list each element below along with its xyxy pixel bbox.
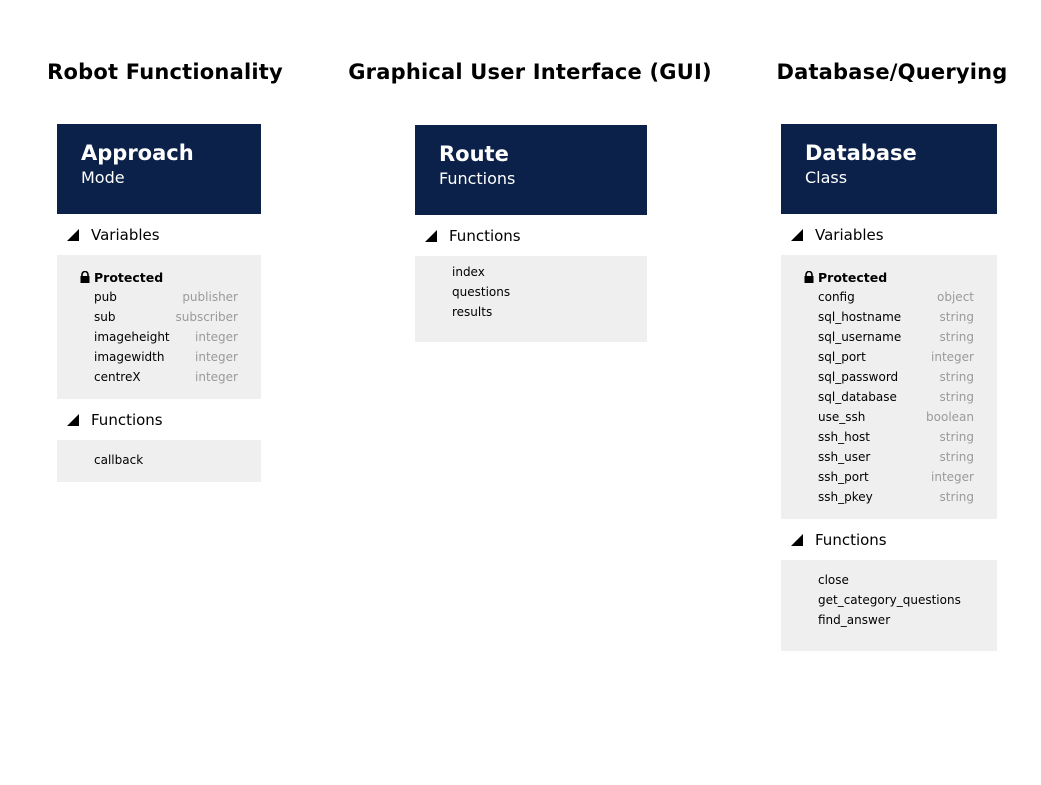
- class-subtitle: Mode: [81, 168, 125, 187]
- collapse-triangle-icon[interactable]: [791, 533, 803, 546]
- column-title-gui: Graphical User Interface (GUI): [348, 60, 712, 84]
- class-card-database: Database Class Variables Protected confi…: [781, 124, 997, 651]
- functions-section-header[interactable]: Functions: [415, 215, 647, 256]
- function-row: index: [452, 265, 485, 279]
- functions-list: close get_category_questions find_answer: [781, 560, 997, 642]
- class-subtitle: Class: [805, 168, 848, 187]
- lock-icon: [804, 271, 814, 283]
- protected-group: Protected: [804, 267, 974, 287]
- section-label: Functions: [91, 410, 163, 429]
- section-label: Variables: [815, 225, 884, 244]
- class-name: Route: [439, 142, 509, 166]
- class-card-route: Route Functions Functions index question…: [415, 125, 647, 342]
- column-title-robot: Robot Functionality: [47, 60, 283, 84]
- section-label: Functions: [449, 226, 521, 245]
- functions-list: callback: [57, 440, 261, 482]
- card-header: Database Class: [781, 124, 997, 214]
- lock-icon: [80, 271, 90, 283]
- functions-list: index questions results: [415, 256, 647, 334]
- card-header: Approach Mode: [57, 124, 261, 214]
- variables-section-header[interactable]: Variables: [57, 214, 261, 255]
- collapse-triangle-icon[interactable]: [791, 228, 803, 241]
- protected-label: Protected: [818, 269, 888, 285]
- class-subtitle: Functions: [439, 169, 516, 188]
- functions-section-header[interactable]: Functions: [57, 399, 261, 440]
- function-row: questions: [452, 285, 511, 299]
- class-name: Database: [805, 141, 917, 165]
- collapse-triangle-icon[interactable]: [67, 413, 79, 426]
- protected-label: Protected: [94, 269, 164, 285]
- function-row: close: [818, 573, 849, 587]
- protected-group: Protected: [80, 267, 238, 287]
- collapse-triangle-icon[interactable]: [425, 229, 437, 242]
- functions-section-header[interactable]: Functions: [781, 519, 997, 560]
- function-row: results: [452, 305, 493, 319]
- column-title-database: Database/Querying: [776, 60, 1008, 84]
- section-label: Functions: [815, 530, 887, 549]
- variables-section-header[interactable]: Variables: [781, 214, 997, 255]
- function-row: get_category_questions: [818, 593, 961, 607]
- function-row: callback: [94, 453, 144, 467]
- card-header: Route Functions: [415, 125, 647, 215]
- class-name: Approach: [81, 141, 194, 165]
- function-row: find_answer: [818, 613, 891, 627]
- section-label: Variables: [91, 225, 160, 244]
- collapse-triangle-icon[interactable]: [67, 228, 79, 241]
